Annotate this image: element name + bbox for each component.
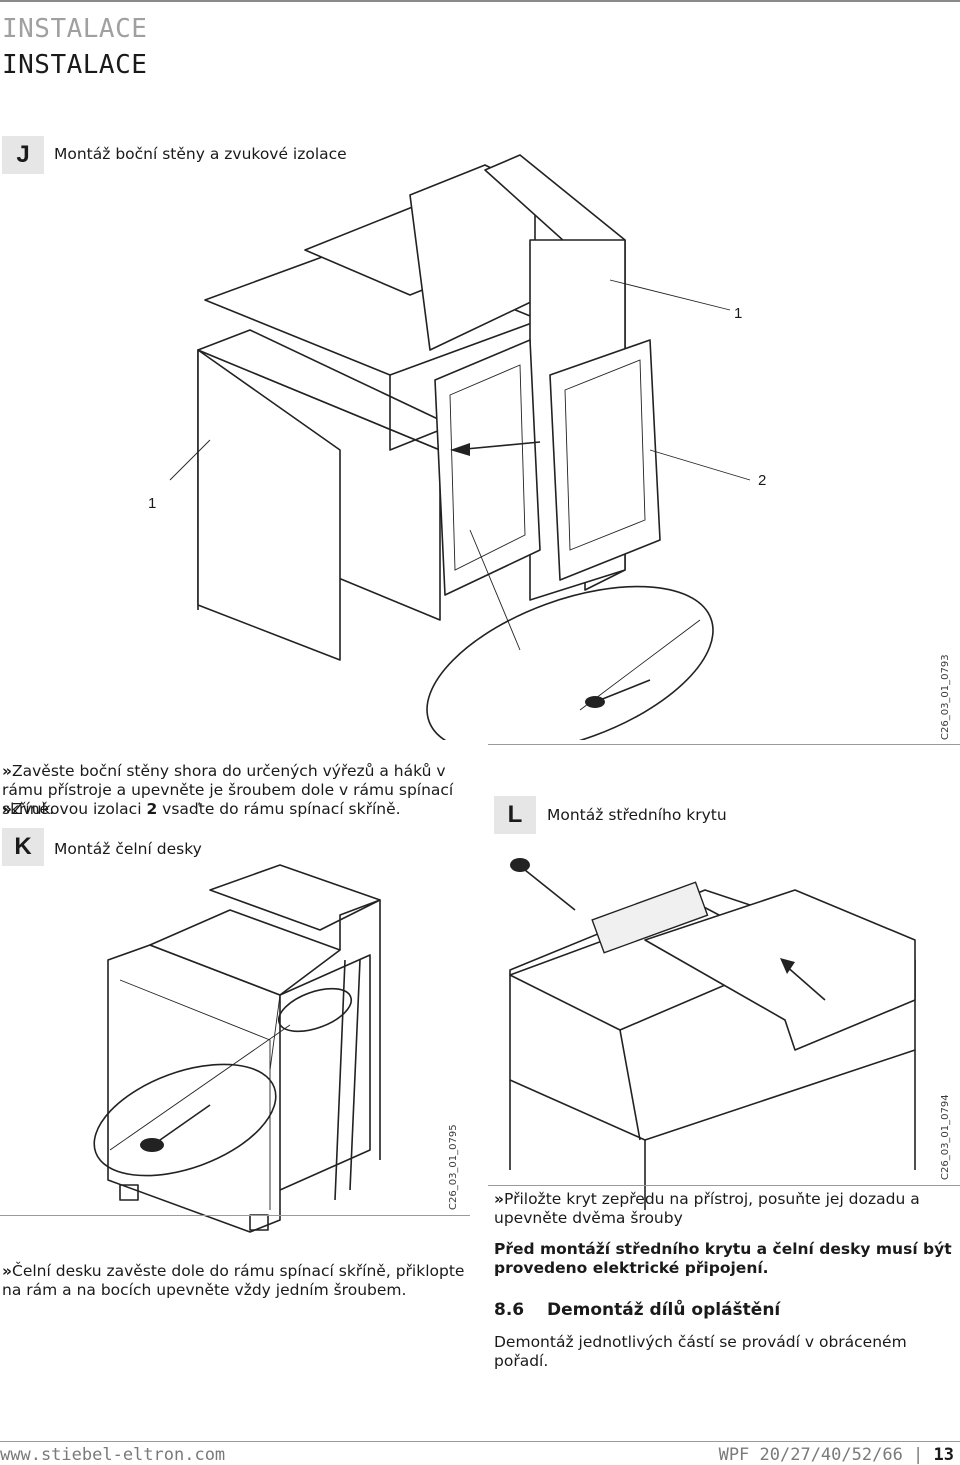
fig-j-front-panel xyxy=(197,349,341,661)
section-j-step-2-text-a: Zvukovou izolaci xyxy=(12,800,147,818)
section-86-text: Demontáž jednotlivých částí se provádí v… xyxy=(494,1333,907,1370)
section-j-title: Montáž boční stěny a zvukové izolace xyxy=(54,145,347,163)
callout-1-left: 1 xyxy=(148,495,157,512)
footer-product: WPF 20/27/40/52/66 | 13 xyxy=(719,1445,954,1465)
figure-l-code: C26_03_01_0794 xyxy=(940,1094,951,1180)
bullet-glyph: » xyxy=(2,762,13,780)
bullet-glyph: » xyxy=(494,1190,505,1208)
section-j-step-1: »Zavěste boční stěny shora do určených v… xyxy=(2,762,480,819)
section-86-number: 8.6 xyxy=(494,1300,525,1320)
rule-k xyxy=(0,1215,470,1216)
fig-j-insulation-frame xyxy=(549,339,661,581)
footer-product-name: WPF 20/27/40/52/66 | xyxy=(718,1445,934,1465)
figure-k-illustration xyxy=(93,864,381,1233)
rule-j xyxy=(488,744,960,745)
footer-page-number: 13 xyxy=(933,1445,954,1465)
figure-j-illustration xyxy=(169,154,751,740)
section-86-title: Demontáž dílů opláštění xyxy=(547,1300,781,1320)
section-j-step-2-text-b: vsaďte do rámu spínací skříně. xyxy=(157,800,401,818)
section-l-step-text: Přiložte kryt zepředu na přístroj, posuň… xyxy=(494,1190,920,1227)
rule-l xyxy=(488,1185,960,1186)
section-j-step-1-text: Zavěste boční stěny shora do určených vý… xyxy=(2,762,454,818)
footer-website[interactable]: www.stiebel-eltron.com xyxy=(0,1445,226,1465)
fig-k-detail-zoom xyxy=(93,1063,277,1177)
section-l-title: Montáž středního krytu xyxy=(547,806,727,824)
section-k-step: »Čelní desku zavěste dole do rámu spínac… xyxy=(2,1262,472,1300)
fig-l-middle-cover xyxy=(644,889,916,1051)
bullet-glyph: » xyxy=(2,800,13,818)
figure-k-code: C26_03_01_0795 xyxy=(448,1124,459,1210)
callout-1-right: 1 xyxy=(734,305,743,322)
footer-rule xyxy=(0,1441,960,1442)
bullet-glyph: » xyxy=(2,1262,13,1280)
section-k-letter: K xyxy=(2,828,44,866)
section-l-step: »Přiložte kryt zepředu na přístroj, posu… xyxy=(494,1190,958,1228)
section-j-step-2: »Zvukovou izolaci 2 vsaďte do rámu spína… xyxy=(2,800,480,819)
fig-k-front-panel xyxy=(107,944,281,1233)
figure-j-code: C26_03_01_0793 xyxy=(940,654,951,740)
figure-l-illustration xyxy=(509,858,916,1210)
section-k-step-text: Čelní desku zavěste dole do rámu spínací… xyxy=(2,1262,465,1299)
section-j-step-2-ref: 2 xyxy=(146,800,158,818)
section-k-title: Montáž čelní desky xyxy=(54,840,202,858)
header-section-gray: INSTALACE xyxy=(2,14,148,44)
header-section: INSTALACE xyxy=(2,50,148,80)
top-rule xyxy=(0,0,960,2)
fig-j-detail-zoom xyxy=(426,585,714,740)
section-l-letter: L xyxy=(494,796,536,834)
section-l-note: Před montáží středního krytu a čelní des… xyxy=(494,1240,952,1277)
section-j-letter: J xyxy=(2,136,44,174)
callout-2: 2 xyxy=(758,472,767,489)
